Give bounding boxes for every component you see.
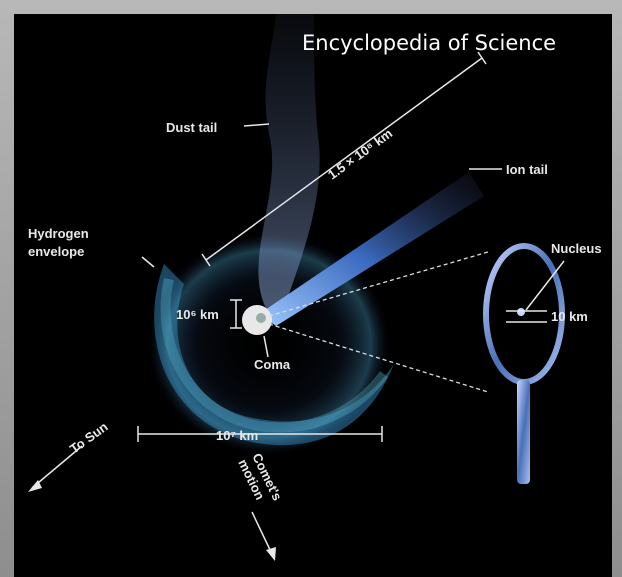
diagram-panel: Dust tail Ion tail Hydrogen envelope Nuc… bbox=[14, 14, 612, 577]
label-nucleus-size: 10 km bbox=[551, 309, 588, 324]
nucleus-dot bbox=[256, 313, 266, 323]
magnifier-icon bbox=[486, 246, 562, 484]
motion-arrowhead bbox=[266, 547, 276, 561]
label-tail-length: 1.5 × 10⁸ km bbox=[325, 126, 395, 183]
label-nucleus: Nucleus bbox=[551, 241, 602, 256]
label-dust-tail: Dust tail bbox=[166, 120, 217, 135]
comet-anatomy-diagram: Dust tail Ion tail Hydrogen envelope Nuc… bbox=[14, 14, 612, 577]
label-to-sun: To Sun bbox=[67, 419, 111, 456]
label-ion-tail: Ion tail bbox=[506, 162, 548, 177]
label-coma-size: 10⁶ km bbox=[176, 307, 219, 322]
label-envelope: envelope bbox=[28, 244, 84, 259]
label-envelope-size: 10⁷ km bbox=[216, 428, 258, 443]
encyclopedia-title: Encyclopedia of Science bbox=[302, 31, 556, 55]
label-coma: Coma bbox=[254, 357, 291, 372]
label-hydrogen: Hydrogen bbox=[28, 226, 89, 241]
